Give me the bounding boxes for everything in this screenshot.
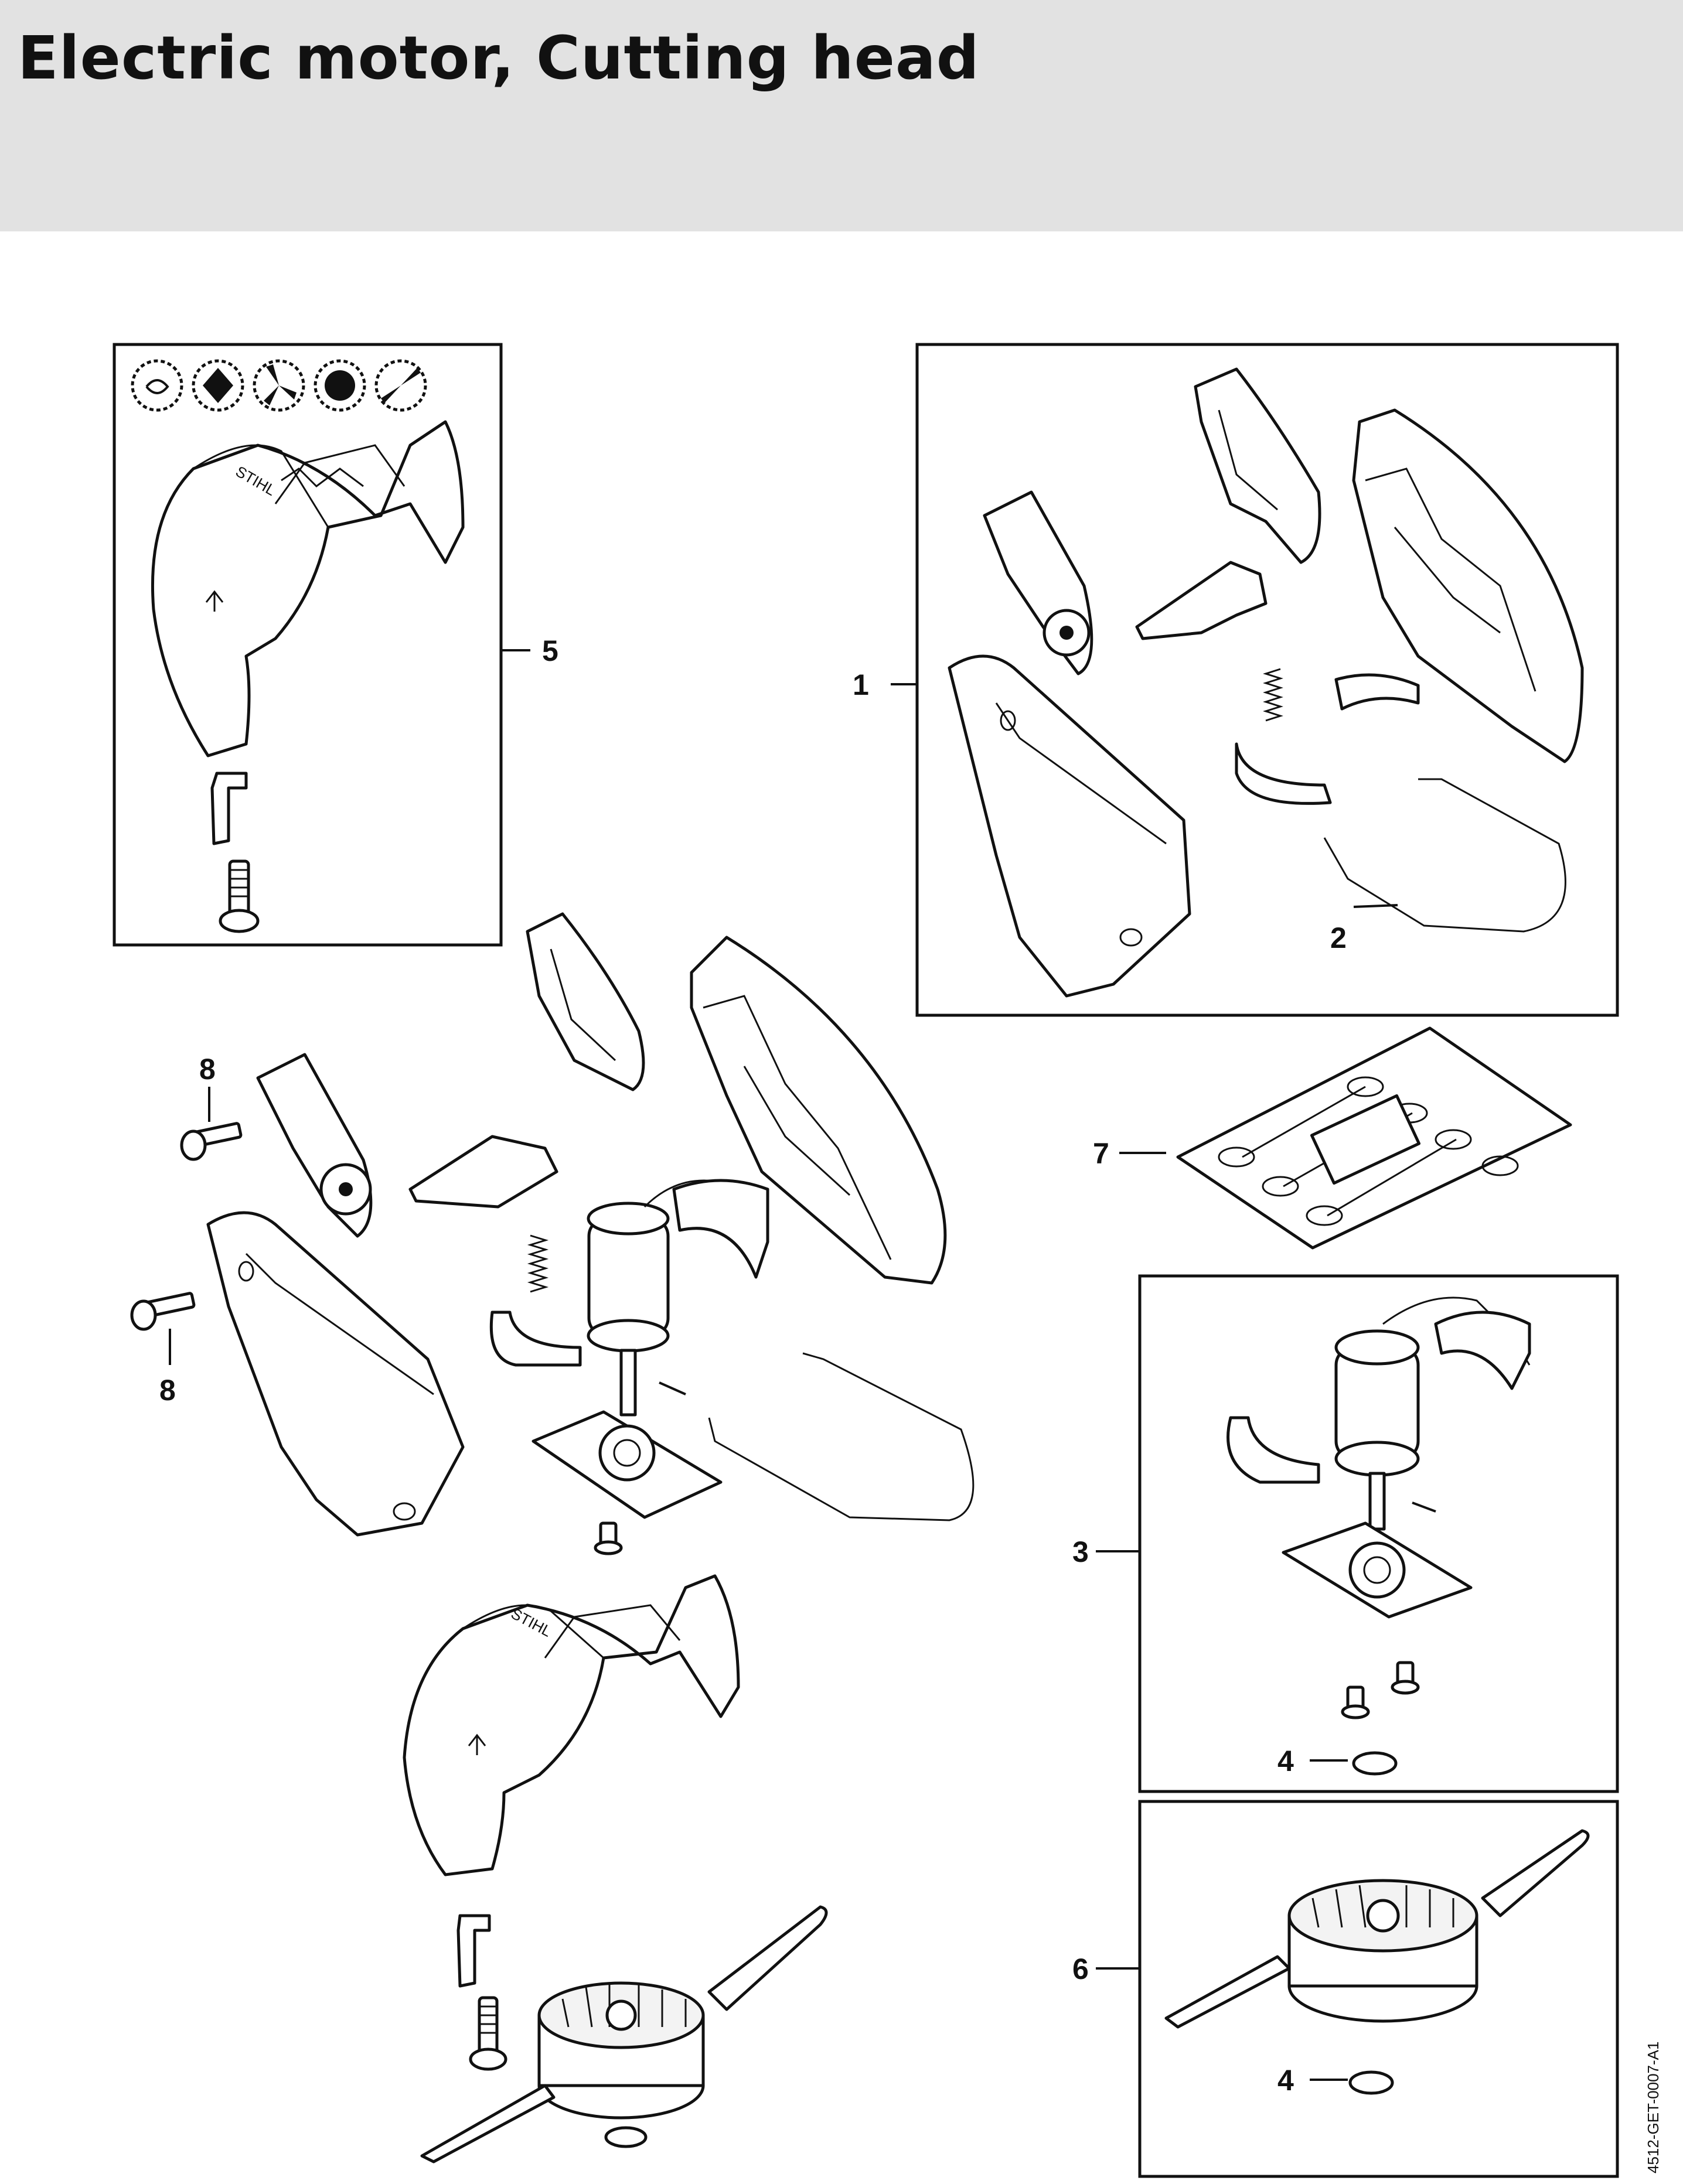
callout-7: 7 [1093, 1137, 1109, 1170]
callout-4b: 4 [1277, 2064, 1294, 2097]
motor-part [1334, 1329, 1420, 1531]
polycut-icon [374, 359, 427, 412]
main-exploded-view: STIHL 8 8 [130, 912, 975, 2163]
housing-kit-box: 1 2 [853, 343, 1619, 1017]
motor-part-main [587, 1202, 670, 1417]
cutting-head-kit-box: 4 6 [1072, 1800, 1619, 2178]
trimmer-line-icon [131, 359, 183, 412]
blade-packet-part: 7 [1093, 1026, 1572, 1250]
title-bar: Electric motor, Cutting head [0, 0, 1683, 231]
callout-6: 6 [1072, 1953, 1089, 1985]
grass-blade-icon [253, 359, 305, 412]
callout-4a: 4 [1277, 1745, 1294, 1777]
guard-kit-box: STIHL 5 [113, 343, 558, 947]
document-code: 4512-GET-0007-A1 [1644, 2042, 1662, 2173]
cutting-head-part [1287, 1879, 1478, 2023]
callout-3: 3 [1072, 1535, 1089, 1568]
brush-knife-icon [314, 359, 366, 412]
guard-part: STIHL [151, 420, 465, 757]
callout-8a: 8 [199, 1053, 216, 1086]
page-title: Electric motor, Cutting head [18, 23, 980, 93]
motor-kit-box: 4 3 [1072, 1274, 1619, 1793]
callout-2: 2 [1330, 922, 1347, 954]
callout-1: 1 [853, 668, 869, 701]
callout-5: 5 [542, 634, 558, 667]
cutting-head-part-main [537, 1981, 705, 2120]
callout-8b: 8 [159, 1374, 176, 1407]
guard-part-main: STIHL [403, 1574, 740, 1876]
screw-part [219, 859, 260, 933]
mowing-head-icon [192, 359, 244, 412]
